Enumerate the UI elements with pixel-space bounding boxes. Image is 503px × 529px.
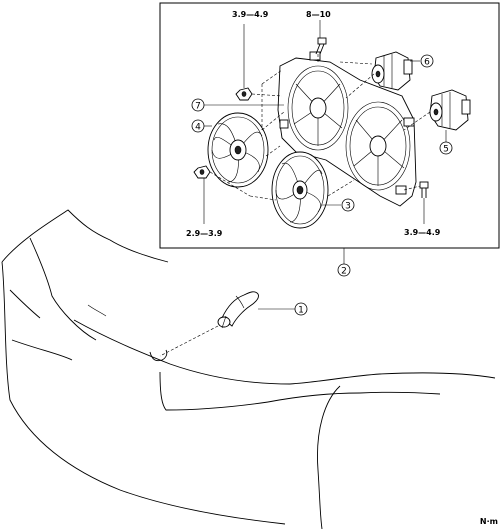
fan-shroud — [277, 51, 417, 207]
callout-1: 1 — [294, 302, 308, 316]
callout-5: 5 — [439, 141, 453, 155]
cooling-fan-part-4 — [207, 112, 269, 188]
callout-6: 6 — [420, 54, 434, 68]
radiator-hose-part-1 — [159, 291, 296, 357]
assembly-dashed-lines — [209, 61, 431, 201]
unit-label: N·m — [480, 517, 498, 526]
svg-text:6: 6 — [424, 58, 430, 68]
svg-text:4: 4 — [195, 123, 201, 133]
svg-text:1: 1 — [298, 306, 304, 316]
svg-text:7: 7 — [195, 102, 201, 112]
callout-7: 7 — [191, 98, 205, 112]
detail-frame — [159, 2, 500, 249]
callout-leaders — [204, 60, 447, 206]
torque-label-top-center: 8—10 — [306, 10, 331, 19]
nut-bottom-left — [193, 165, 211, 224]
callout-2: 2 — [337, 263, 351, 277]
torque-label-bottom-right: 3.9—4.9 — [404, 228, 441, 237]
torque-label-bottom-left: 2.9—3.9 — [186, 229, 223, 238]
cooling-fan-part-3 — [271, 151, 329, 229]
bolt-bottom-right — [403, 181, 429, 224]
bolt-top-center — [315, 37, 327, 62]
svg-text:5: 5 — [443, 145, 449, 155]
callout-4: 4 — [191, 119, 205, 133]
svg-text:3: 3 — [345, 202, 351, 212]
svg-text:2: 2 — [341, 267, 347, 277]
nut-top-left — [235, 24, 283, 101]
fan-motor-part-6 — [371, 51, 413, 91]
vehicle-body-outline — [1, 209, 496, 529]
fan-motor-part-5 — [429, 89, 471, 131]
torque-label-top-left: 3.9—4.9 — [232, 10, 269, 19]
callout-3: 3 — [341, 198, 355, 212]
